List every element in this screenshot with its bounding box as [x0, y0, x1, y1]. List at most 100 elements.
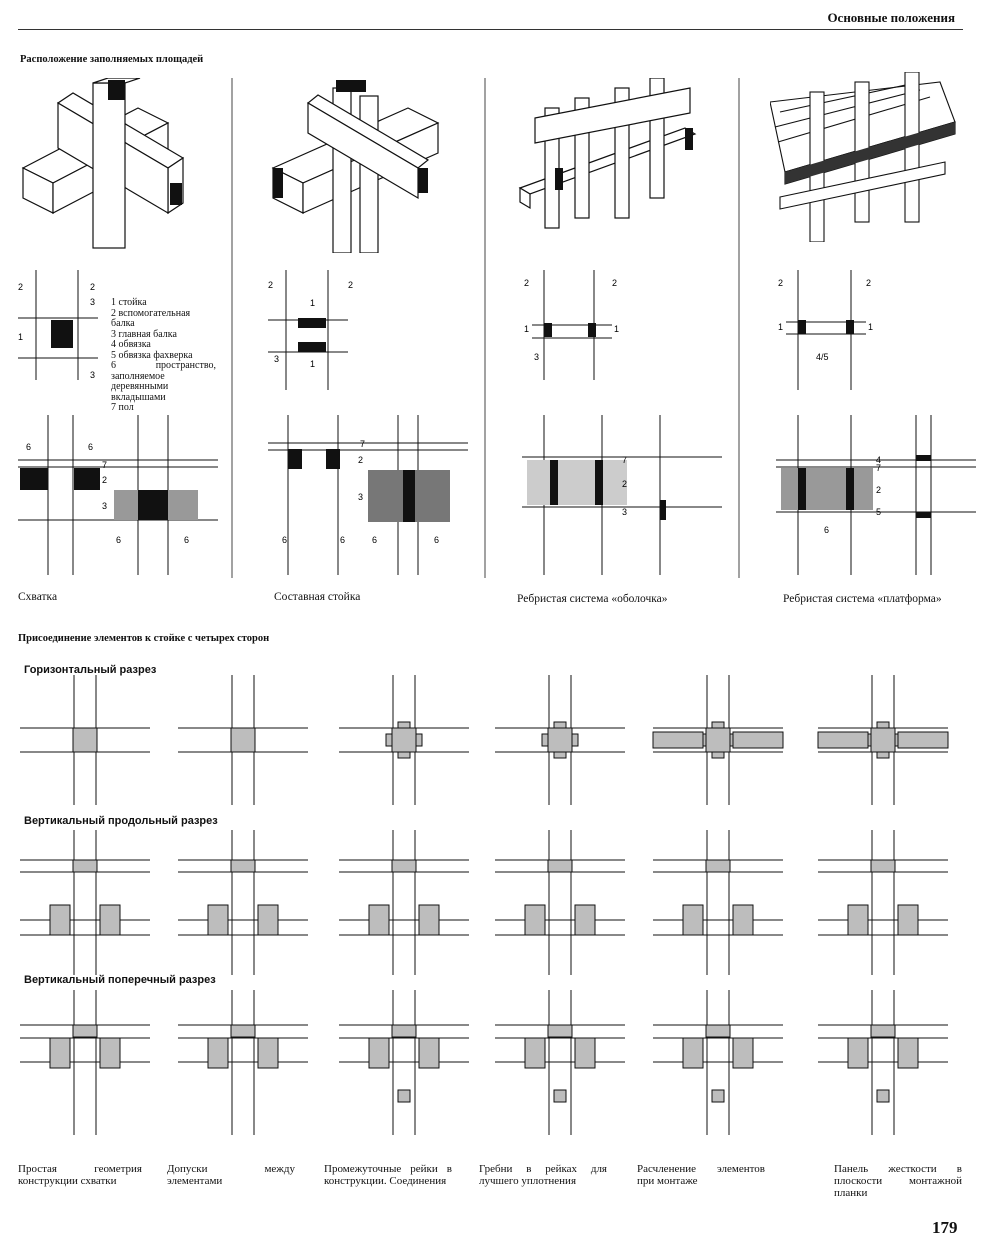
legend-item: 7 пол: [111, 402, 134, 413]
label-6: 6: [824, 525, 829, 535]
column-dividers: [231, 78, 740, 578]
spline: [876, 1089, 890, 1103]
post-section: [870, 727, 896, 753]
rail: [547, 1024, 573, 1038]
plan-shell: 2 2 1 1 3: [524, 270, 619, 380]
caption-col-5: Расчленение элементов при монтаже: [637, 1163, 765, 1187]
beam-section: [574, 904, 596, 936]
caption-col-2: Допуски между элементами: [167, 1163, 295, 1187]
beam-section: [847, 904, 869, 936]
rail: [230, 1024, 256, 1038]
beam-section: [897, 1037, 919, 1069]
row-title-vertical-cross: Вертикальный поперечный разрез: [24, 974, 216, 986]
label-6b: 6: [88, 442, 93, 452]
label-7: 7: [102, 460, 107, 470]
label-6d: 6: [184, 535, 189, 545]
post-section: [705, 727, 731, 753]
spline: [397, 1089, 411, 1103]
beam-section: [732, 904, 754, 936]
rail: [705, 1024, 731, 1038]
beam-section: [732, 1037, 754, 1069]
beam-section: [49, 904, 71, 936]
legend-item: 2 вспомогательная балка: [111, 307, 191, 329]
label-2b: 2: [90, 282, 95, 292]
label-7: 7: [876, 463, 881, 473]
isometric-platform-drawing: [770, 72, 956, 242]
beam-section: [207, 1037, 229, 1069]
rail: [230, 859, 256, 873]
label-2b: 2: [612, 278, 617, 288]
spline: [711, 721, 725, 729]
beam-section: [418, 904, 440, 936]
isometric-clamp-drawing: [21, 78, 185, 249]
label-6c: 6: [372, 535, 377, 545]
plan-clamp: 2 2 3 1 3: [18, 270, 98, 380]
label-1b: 1: [614, 324, 619, 334]
spline: [553, 721, 567, 729]
legend-item: 1 стойка: [111, 297, 147, 308]
label-1: 1: [18, 332, 23, 342]
label-6c: 6: [116, 535, 121, 545]
label-4: 4: [876, 455, 881, 465]
spline: [541, 733, 549, 747]
label-45: 4/5: [816, 352, 829, 362]
joint-details-grid: [20, 675, 949, 1135]
label-3: 3: [274, 354, 279, 364]
label-6: 6: [26, 442, 31, 452]
panel: [652, 731, 704, 749]
spline: [876, 721, 890, 729]
spline: [415, 733, 423, 747]
beam-section: [682, 1037, 704, 1069]
spline: [876, 751, 890, 759]
header-rule: [18, 29, 963, 30]
spline: [397, 751, 411, 759]
spline: [397, 721, 411, 729]
spline: [711, 751, 725, 759]
beam-section: [574, 1037, 596, 1069]
beam-section: [524, 904, 546, 936]
label-3: 3: [622, 507, 627, 517]
legend-item: 4 обвязка: [111, 339, 151, 350]
section-shell: 7 2 3: [522, 415, 722, 575]
label-1: 1: [778, 322, 783, 332]
row-title-horizontal: Горизонтальный разрез: [24, 664, 157, 676]
rail: [870, 859, 896, 873]
section-clamp: 6 6 7 2 3 6 6: [18, 415, 218, 575]
label-2b: 2: [866, 278, 871, 288]
post-section: [72, 727, 98, 753]
post-section: [230, 727, 256, 753]
legend-item: 5 обвязка фахверка: [111, 349, 193, 361]
post-section: [547, 727, 573, 753]
label-2: 2: [18, 282, 23, 292]
caption-col-6: Панель жесткости в плоскости монтажной п…: [834, 1163, 962, 1199]
label-3b: 3: [90, 370, 95, 380]
section-composite: 7 2 3 6 6 6 6: [268, 415, 468, 575]
caption-col-1: Простая геометрия конструкции схватки: [18, 1163, 142, 1187]
label-2b: 2: [348, 280, 353, 290]
panel: [817, 731, 869, 749]
label-2: 2: [524, 278, 529, 288]
caption-shell: Ребристая система «оболочка»: [517, 593, 668, 605]
rail: [391, 859, 417, 873]
running-header: Основные положения: [827, 10, 955, 25]
legend-item: 6 пространство, заполняемое деревянными …: [111, 360, 216, 403]
legend-item: 3 главная балка: [111, 328, 177, 340]
section-title-joints: Присоединение элементов к стойке с четыр…: [18, 633, 270, 644]
rail: [870, 1024, 896, 1038]
beam-section: [257, 1037, 279, 1069]
plan-composite-post: 2 2 1 3 1: [268, 270, 353, 390]
label-2: 2: [622, 479, 627, 489]
spline: [553, 751, 567, 759]
caption-composite-post: Составная стойка: [274, 591, 361, 603]
spline: [571, 733, 579, 747]
section-platform: 4 7 2 5 6: [776, 415, 976, 575]
caption-col-4: Гребни в рейках для лучшего уплотнения: [479, 1163, 607, 1187]
label-3: 3: [102, 501, 107, 511]
label-1: 1: [310, 298, 315, 308]
label-6: 6: [282, 535, 287, 545]
label-6d: 6: [434, 535, 439, 545]
beam-section: [368, 1037, 390, 1069]
beam-section: [207, 904, 229, 936]
label-2: 2: [778, 278, 783, 288]
label-3: 3: [90, 297, 95, 307]
